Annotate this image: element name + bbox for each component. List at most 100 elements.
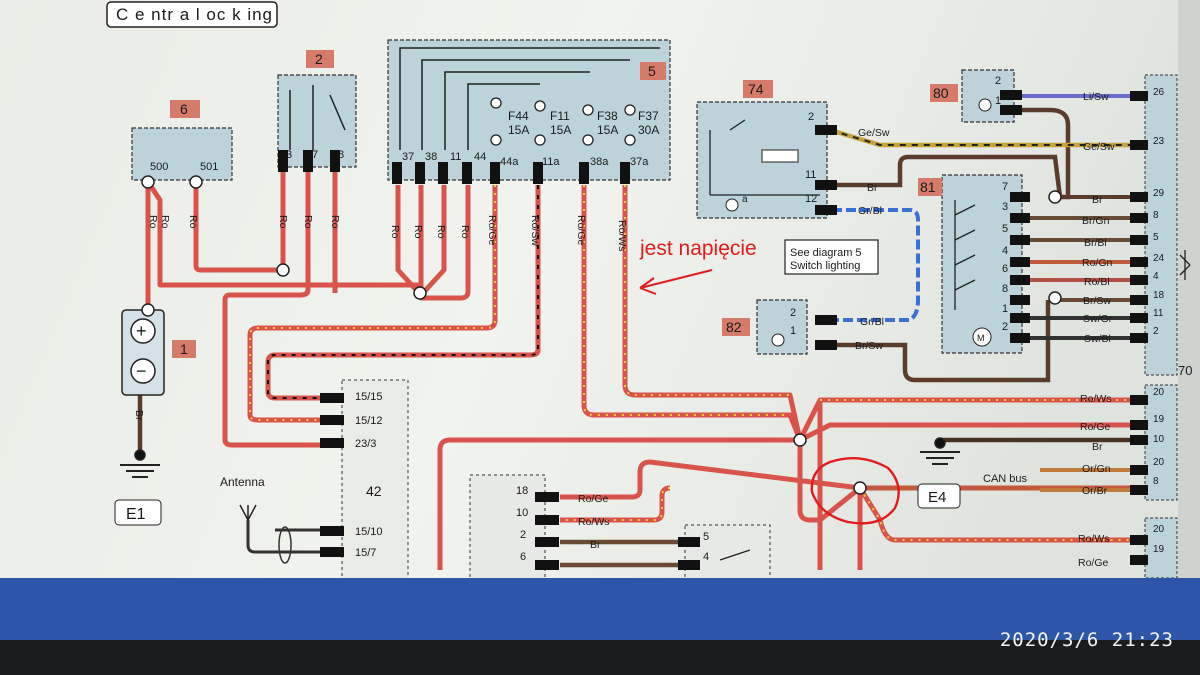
component-1-battery: + − 1 xyxy=(121,309,196,396)
svg-text:Ro: Ro xyxy=(459,225,471,239)
svg-text:Ro: Ro xyxy=(435,225,447,239)
photo-timestamp: 2020/3/6 21:23 xyxy=(999,629,1174,651)
svg-text:Ro: Ro xyxy=(329,215,341,229)
svg-text:5: 5 xyxy=(1153,232,1159,243)
svg-text:6: 6 xyxy=(520,551,526,563)
svg-text:5: 5 xyxy=(648,63,656,79)
svg-text:3: 3 xyxy=(1002,201,1008,213)
svg-text:E1: E1 xyxy=(126,506,146,523)
svg-text:2: 2 xyxy=(808,111,814,123)
svg-text:26: 26 xyxy=(1153,87,1165,98)
component-42: 42 15/15 15/12 23/3 15/10 15/7 xyxy=(341,379,409,581)
ground-e4: E4 xyxy=(917,451,961,509)
svg-text:Or/Gn: Or/Gn xyxy=(1082,463,1111,475)
svg-text:8: 8 xyxy=(1153,476,1159,487)
annotation-arrow xyxy=(639,269,713,295)
svg-text:Ro: Ro xyxy=(302,215,314,229)
svg-text:23/3: 23/3 xyxy=(355,438,376,450)
antenna-label: Antenna xyxy=(220,475,265,489)
svg-text:2: 2 xyxy=(1153,326,1159,337)
svg-text:Br/Sw: Br/Sw xyxy=(855,340,883,352)
svg-text:2: 2 xyxy=(520,529,526,541)
svg-text:24: 24 xyxy=(1153,253,1165,264)
svg-text:15/15: 15/15 xyxy=(355,391,383,403)
svg-text:8: 8 xyxy=(338,149,344,161)
svg-text:F11: F11 xyxy=(550,109,570,123)
svg-text:501: 501 xyxy=(200,161,218,173)
svg-text:Br/Sw: Br/Sw xyxy=(1083,295,1111,307)
component-81: 81 M 7 3 5 4 6 8 1 2 xyxy=(918,174,1023,354)
svg-text:70: 70 xyxy=(1178,363,1192,378)
svg-text:Br: Br xyxy=(590,539,601,551)
svg-text:Br: Br xyxy=(1092,441,1103,453)
svg-text:Ro/Gn: Ro/Gn xyxy=(1082,257,1113,269)
reference-box: See diagram 5 Switch lighting xyxy=(784,239,879,275)
blue-wires xyxy=(832,208,920,322)
svg-text:Ro/Ge: Ro/Ge xyxy=(575,215,587,246)
wire-labels-vertical: Ro Ro Ro Ro Ro Ro Ro Ro Ro Ro Ro/Ge Ro/S… xyxy=(133,215,628,421)
svg-text:10: 10 xyxy=(516,507,528,519)
svg-text:Ro/Bl: Ro/Bl xyxy=(1084,276,1110,288)
svg-text:M: M xyxy=(977,333,985,343)
svg-text:30A: 30A xyxy=(638,123,659,137)
svg-text:F38: F38 xyxy=(597,109,618,123)
svg-text:2: 2 xyxy=(790,307,796,319)
svg-text:Ge/Sw: Ge/Sw xyxy=(858,127,890,139)
svg-text:Li/Sw: Li/Sw xyxy=(1083,91,1109,103)
monitor-taskbar xyxy=(0,578,1200,640)
svg-text:4: 4 xyxy=(1153,271,1159,282)
svg-text:Gr/Bl: Gr/Bl xyxy=(858,205,882,217)
svg-text:11: 11 xyxy=(1153,308,1164,319)
svg-text:1: 1 xyxy=(180,341,188,357)
svg-text:20: 20 xyxy=(1153,524,1165,535)
svg-text:44: 44 xyxy=(474,151,486,163)
title-box xyxy=(106,1,278,28)
monitor-bezel xyxy=(0,640,1200,675)
svg-text:F44: F44 xyxy=(508,109,529,123)
wire-ge-sw-stripe xyxy=(829,129,1130,146)
svg-text:6: 6 xyxy=(180,101,188,117)
svg-text:Ro: Ro xyxy=(159,215,171,229)
title-text: C e ntr a l oc k ing xyxy=(116,5,273,24)
svg-text:Switch lighting: Switch lighting xyxy=(790,260,860,272)
svg-text:Br/Gn: Br/Gn xyxy=(1082,215,1110,227)
antenna-icon xyxy=(239,504,257,521)
svg-text:81: 81 xyxy=(920,179,936,195)
svg-text:Ro/Ws: Ro/Ws xyxy=(1080,393,1112,405)
svg-text:20: 20 xyxy=(1153,457,1165,468)
svg-text:2: 2 xyxy=(995,75,1001,87)
svg-text:Ge/Sw: Ge/Sw xyxy=(1083,141,1115,153)
svg-text:6: 6 xyxy=(1002,263,1008,275)
svg-text:Sw/Bl: Sw/Bl xyxy=(1084,333,1111,345)
svg-text:44a: 44a xyxy=(500,156,519,168)
component-74: 74 a 2 11 12 xyxy=(696,80,828,219)
svg-text:23: 23 xyxy=(1153,136,1165,147)
svg-text:19: 19 xyxy=(1153,414,1165,425)
svg-text:F37: F37 xyxy=(638,109,659,123)
svg-text:15A: 15A xyxy=(550,123,571,137)
svg-text:11: 11 xyxy=(805,169,816,181)
svg-text:5: 5 xyxy=(1002,223,1008,235)
harness-wires xyxy=(1025,195,1130,492)
wire-ro-sw xyxy=(265,185,541,401)
svg-text:2: 2 xyxy=(315,51,323,67)
svg-text:1: 1 xyxy=(995,95,1001,107)
svg-text:500: 500 xyxy=(150,161,168,173)
svg-text:+: + xyxy=(136,321,147,341)
svg-text:15A: 15A xyxy=(597,123,618,137)
svg-text:a: a xyxy=(742,194,748,205)
svg-text:15/12: 15/12 xyxy=(355,415,383,427)
annotation-text: jest napięcie xyxy=(639,237,757,260)
svg-text:3: 3 xyxy=(286,149,292,161)
svg-text:82: 82 xyxy=(726,319,742,335)
component-82: 82 2 1 xyxy=(722,299,808,355)
svg-text:Ro: Ro xyxy=(187,215,199,229)
svg-text:15A: 15A xyxy=(508,123,529,137)
svg-text:42: 42 xyxy=(366,483,382,499)
svg-text:18: 18 xyxy=(516,485,528,497)
svg-text:11a: 11a xyxy=(542,156,560,168)
svg-text:38: 38 xyxy=(425,151,437,163)
component-6: 6 500 501 xyxy=(131,100,233,189)
svg-text:Ro/Ge: Ro/Ge xyxy=(578,493,609,505)
svg-text:2: 2 xyxy=(1002,321,1008,333)
